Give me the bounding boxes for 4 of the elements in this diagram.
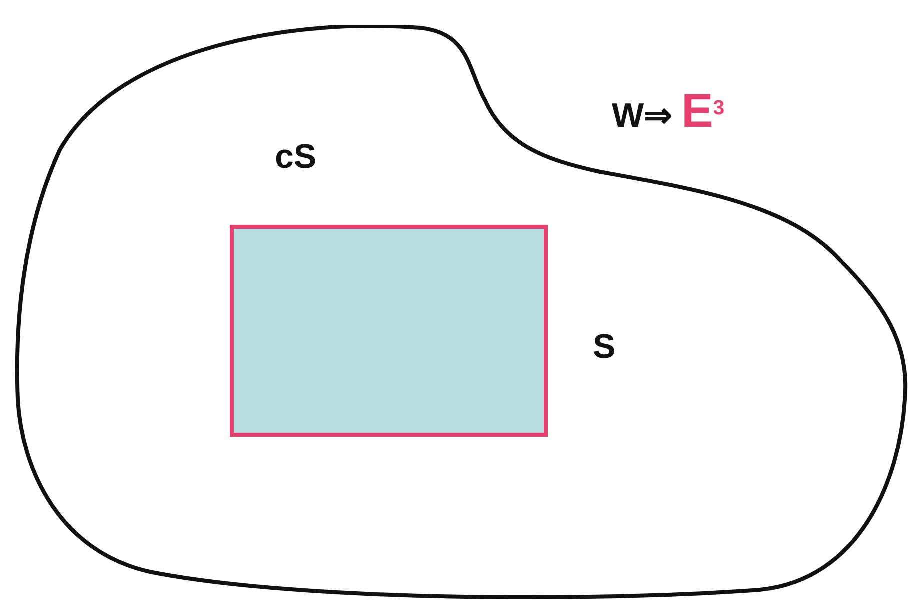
set-label: S <box>593 330 616 364</box>
space-note: W⇒ E$^{3}$ <box>612 88 725 136</box>
shaded-rectangle <box>230 225 548 437</box>
set-label: cS <box>275 140 317 174</box>
